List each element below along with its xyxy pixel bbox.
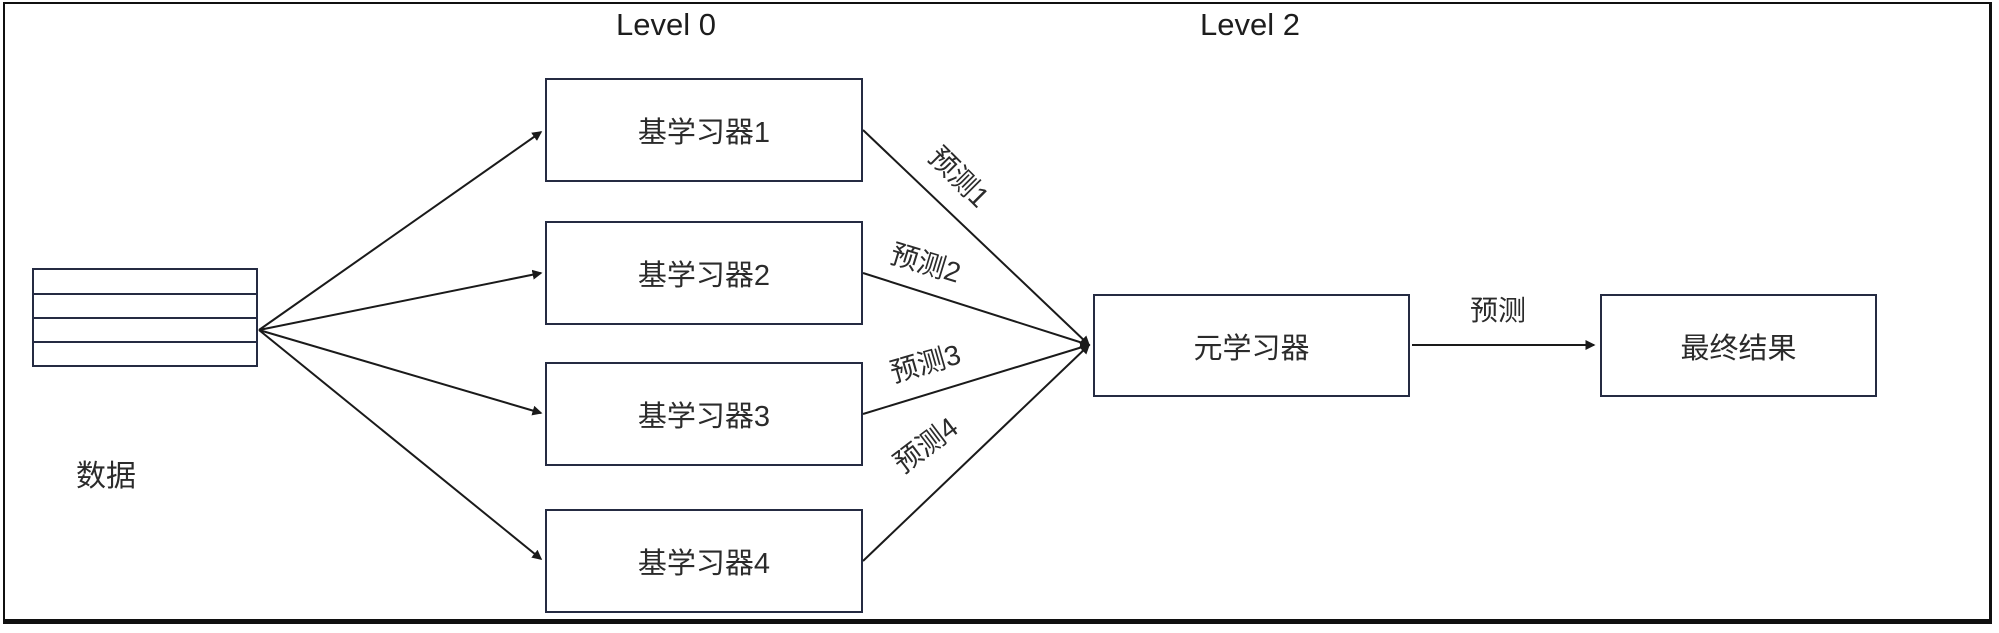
base-learner-3-box: 基学习器3 <box>545 362 863 466</box>
base-learner-1-box: 基学习器1 <box>545 78 863 182</box>
base-learner-2-box: 基学习器2 <box>545 221 863 325</box>
meta-learner-box: 元学习器 <box>1093 294 1410 397</box>
edge-label-pred-final: 预测 <box>1469 295 1527 326</box>
edge-label-pred1: 预测1 <box>922 140 996 214</box>
edge-label-pred2: 预测2 <box>886 238 965 289</box>
table-row-divider <box>34 317 256 319</box>
edge-label-pred4: 预测4 <box>887 411 964 480</box>
base-learner-4-box: 基学习器4 <box>545 509 863 613</box>
edge-label-pred3: 预测3 <box>886 338 965 389</box>
final-result-box: 最终结果 <box>1600 294 1877 397</box>
table-row-divider <box>34 293 256 295</box>
data-table-icon <box>32 268 258 367</box>
level2-header: Level 2 <box>1200 7 1300 42</box>
level0-header: Level 0 <box>616 7 716 42</box>
table-row-divider <box>34 341 256 343</box>
data-label: 数据 <box>76 460 136 493</box>
